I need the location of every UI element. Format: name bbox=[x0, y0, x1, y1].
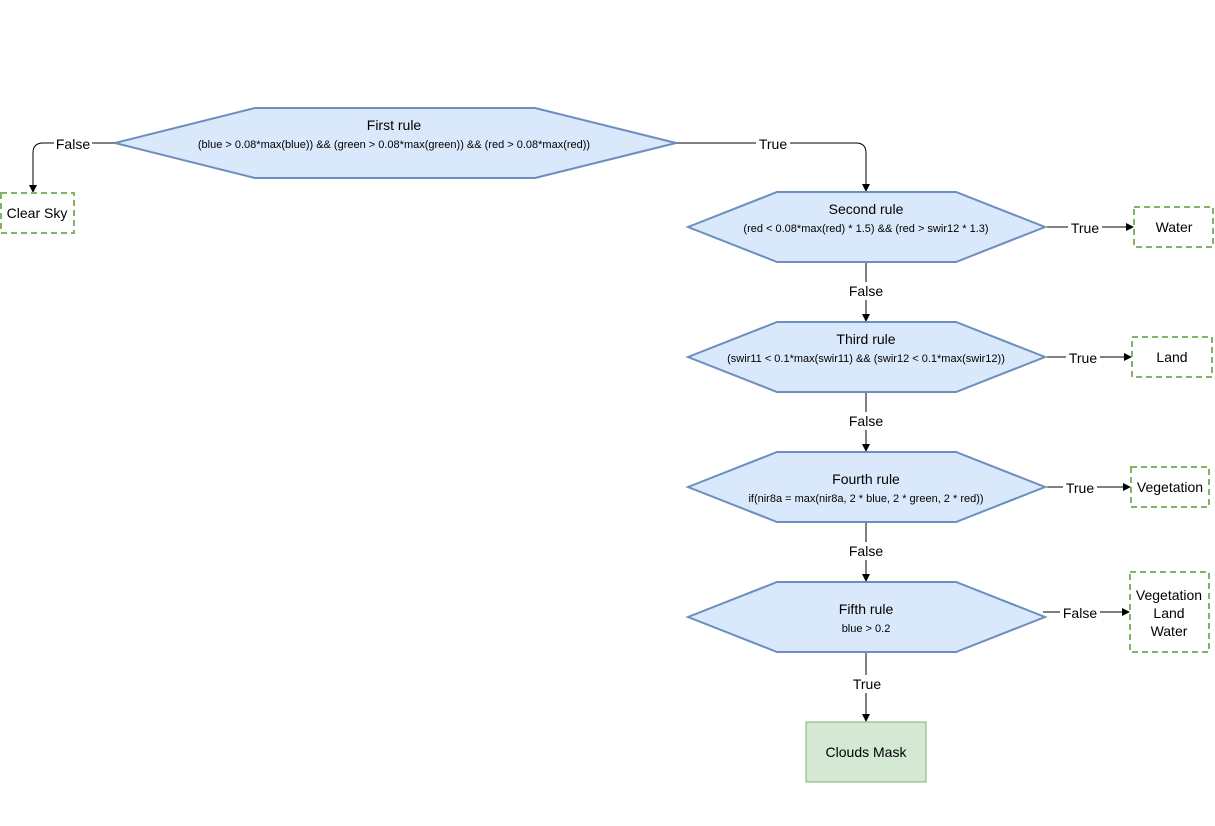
edge-label-fourth-false: False bbox=[849, 543, 883, 559]
arrowhead bbox=[29, 185, 37, 193]
rule-fifth-expression: blue > 0.2 bbox=[842, 623, 891, 635]
outcome-vlw-line-3: Water bbox=[1151, 623, 1188, 639]
arrowhead bbox=[862, 574, 870, 582]
rule-fourth: Fourth rule if(nir8a = max(nir8a, 2 * bl… bbox=[685, 451, 1048, 523]
edge-label-fifth-true: True bbox=[853, 676, 881, 692]
outcome-land: Land bbox=[1131, 336, 1213, 378]
arrowhead bbox=[1123, 483, 1131, 491]
arrowhead bbox=[862, 184, 870, 192]
arrowhead bbox=[1122, 608, 1130, 616]
edge-label-fifth-false: False bbox=[1063, 605, 1097, 621]
edge-label-fourth-true: True bbox=[1066, 480, 1094, 496]
outcome-vlw-line-2: Land bbox=[1153, 605, 1184, 621]
outcome-clouds-mask-label: Clouds Mask bbox=[826, 744, 908, 760]
arrowhead bbox=[862, 444, 870, 452]
arrowhead bbox=[862, 314, 870, 322]
outcome-vegetation-land-water: Vegetation Land Water bbox=[1129, 571, 1210, 653]
edge-label-third-false: False bbox=[849, 413, 883, 429]
rule-second-expression: (red < 0.08*max(red) * 1.5) && (red > sw… bbox=[743, 223, 988, 235]
outcome-clear-sky: Clear Sky bbox=[0, 192, 75, 234]
rule-second: Second rule (red < 0.08*max(red) * 1.5) … bbox=[685, 191, 1048, 263]
rule-fourth-title: Fourth rule bbox=[832, 471, 900, 487]
edge-label-second-false: False bbox=[849, 283, 883, 299]
outcome-clear-sky-label: Clear Sky bbox=[7, 205, 68, 221]
edge-label-third-true: True bbox=[1069, 350, 1097, 366]
outcome-water: Water bbox=[1133, 206, 1214, 248]
edge-first-false bbox=[32, 142, 115, 186]
rule-second-title: Second rule bbox=[829, 201, 904, 217]
outcome-vegetation-label: Vegetation bbox=[1137, 479, 1203, 495]
outcome-clouds-mask: Clouds Mask bbox=[805, 721, 927, 783]
outcome-vegetation: Vegetation bbox=[1130, 466, 1210, 508]
outcome-land-label: Land bbox=[1156, 349, 1187, 365]
rule-third-title: Third rule bbox=[836, 331, 895, 347]
rule-third-expression: (swir11 < 0.1*max(swir11) && (swir12 < 0… bbox=[727, 353, 1005, 365]
rule-first: First rule (blue > 0.08*max(blue)) && (g… bbox=[114, 107, 677, 179]
arrowhead bbox=[1126, 223, 1134, 231]
rule-third: Third rule (swir11 < 0.1*max(swir11) && … bbox=[685, 321, 1048, 393]
edge-label-first-true: True bbox=[759, 136, 787, 152]
rule-fifth-title: Fifth rule bbox=[839, 601, 894, 617]
edge-first-true bbox=[676, 142, 867, 185]
edge-label-second-true: True bbox=[1071, 220, 1099, 236]
outcome-water-label: Water bbox=[1156, 219, 1193, 235]
outcome-vlw-line-1: Vegetation bbox=[1136, 587, 1202, 603]
edge-label-first-false: False bbox=[56, 136, 90, 152]
arrowhead bbox=[862, 714, 870, 722]
rule-first-title: First rule bbox=[367, 117, 422, 133]
rule-fourth-expression: if(nir8a = max(nir8a, 2 * blue, 2 * gree… bbox=[748, 493, 983, 505]
arrowhead bbox=[1124, 353, 1132, 361]
rule-first-expression: (blue > 0.08*max(blue)) && (green > 0.08… bbox=[198, 139, 590, 151]
rule-fifth: Fifth rule blue > 0.2 bbox=[685, 581, 1048, 653]
